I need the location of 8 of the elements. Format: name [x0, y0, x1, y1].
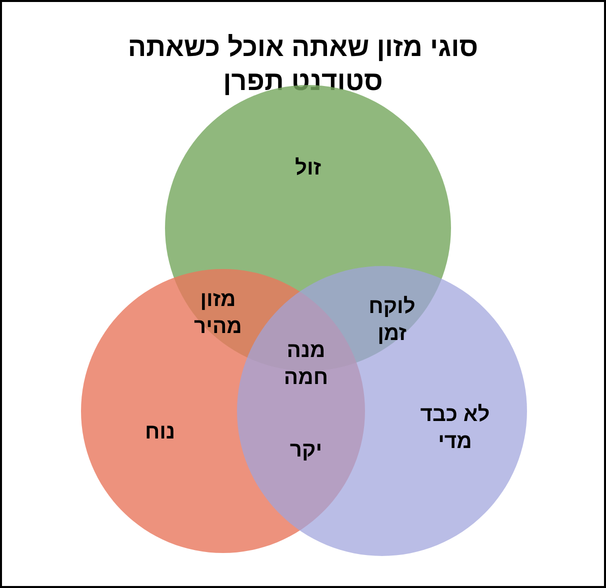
region-label: יקר: [288, 438, 324, 464]
title: סוגי מזון שאתה אוכל כשאתה סטודנט תפרן: [126, 31, 480, 98]
region-label: מזון מהיר: [193, 287, 243, 340]
circle-label: נוח: [144, 420, 176, 446]
circle-label: לא כבד מדי: [420, 402, 490, 455]
region-label: מנה חמה: [282, 338, 330, 391]
region-label: לוקח זמן: [368, 294, 416, 347]
circle-label: זול: [294, 156, 322, 182]
